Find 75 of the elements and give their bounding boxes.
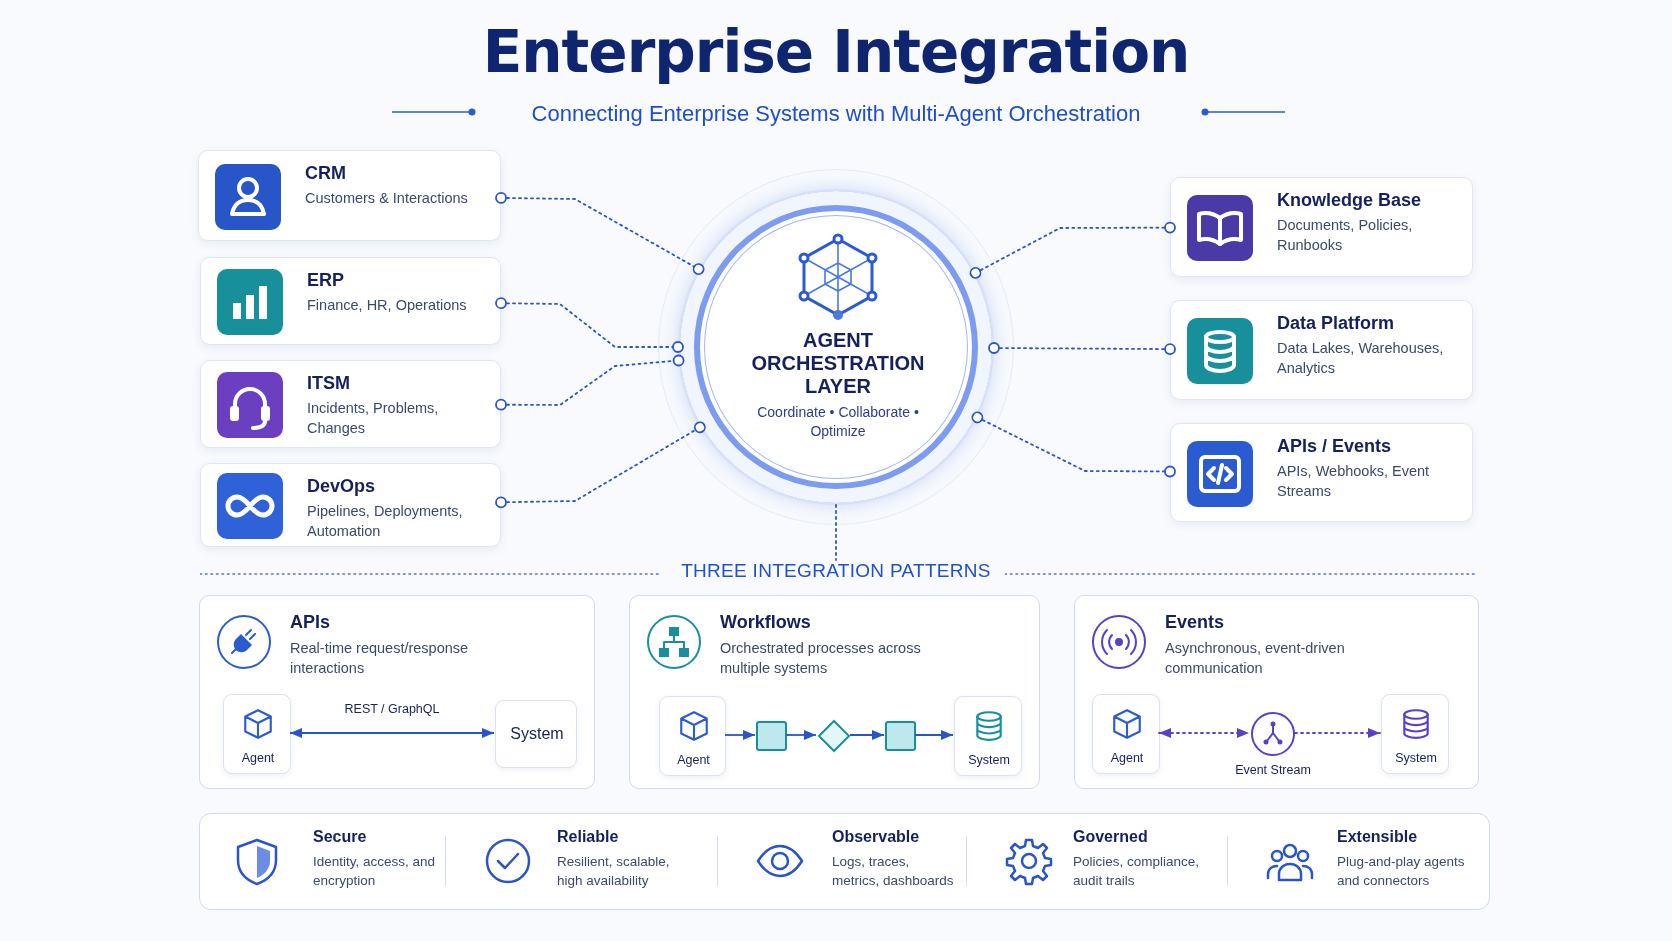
- section-heading: THREE INTEGRATION PATTERNS: [666, 560, 1006, 582]
- dotted-connector: [495, 421, 706, 509]
- feature-description: Identity, access, and encryption: [313, 853, 437, 890]
- dotted-connector: [495, 354, 685, 411]
- node-label: Agent: [1109, 751, 1145, 765]
- node-label: System: [1394, 751, 1438, 765]
- feature-title: Secure: [313, 828, 368, 846]
- node-description: Finance, HR, Operations: [307, 296, 468, 315]
- dotted-connector: [1294, 728, 1381, 738]
- system-card: [200, 463, 501, 547]
- arrow: [785, 730, 817, 740]
- node-description: Data Lakes, Warehouses, Analytics: [1277, 339, 1445, 378]
- node-title: APIs / Events: [1277, 436, 1393, 457]
- node-label: Event Stream: [1234, 763, 1312, 777]
- arrow: [289, 728, 495, 738]
- component-box: [1092, 694, 1160, 774]
- hub-title: AGENT ORCHESTRATION LAYER: [750, 329, 926, 398]
- system-card: [200, 360, 501, 448]
- dotted-connector: [1158, 728, 1250, 738]
- feature-description: Plug-and-play agents and connectors: [1337, 853, 1465, 890]
- node-label: System: [509, 725, 565, 743]
- node-description: Pipelines, Deployments, Automation: [307, 502, 464, 541]
- node-label: System: [967, 753, 1011, 767]
- system-card: [1170, 423, 1473, 522]
- dotted-connector: [971, 411, 1176, 478]
- system-card: [200, 257, 501, 345]
- system-card: [1170, 300, 1473, 400]
- arrow: [914, 730, 954, 740]
- node-label: Agent: [676, 753, 711, 767]
- node-label: Agent: [240, 751, 276, 765]
- panel-title: Events: [1165, 612, 1226, 633]
- panel-description: Real-time request/response interactions: [290, 639, 470, 678]
- node-description: Incidents, Problems, Changes: [307, 399, 440, 438]
- node-description: Documents, Policies, Runbooks: [1277, 216, 1414, 255]
- node-title: DevOps: [307, 476, 377, 497]
- node-title: CRM: [305, 163, 347, 184]
- pattern-panel: [199, 595, 595, 789]
- panel-description: Asynchronous, event-driven communication: [1165, 639, 1346, 678]
- dotted-connector: [835, 504, 837, 561]
- feature-title: Governed: [1073, 828, 1149, 846]
- component-box: [1381, 694, 1449, 774]
- node-title: ITSM: [307, 373, 351, 394]
- panel-title: APIs: [290, 612, 332, 633]
- feature-description: Policies, compliance, audit trails: [1073, 853, 1201, 890]
- subtitle: Connecting Enterprise Systems with Multi-Agent Orchestration: [530, 101, 1142, 127]
- process-box: [756, 721, 787, 751]
- feature-description: Resilient, scalable, high availability: [557, 853, 671, 890]
- feature-title: Reliable: [557, 828, 620, 846]
- pattern-panel: [629, 595, 1040, 789]
- process-box: [885, 721, 916, 751]
- arrow: [724, 730, 756, 740]
- feature-title: Observable: [832, 828, 921, 846]
- node-description: APIs, Webhooks, Event Streams: [1277, 462, 1431, 501]
- node-title: ERP: [307, 270, 345, 291]
- dotted-connector: [495, 297, 684, 353]
- hub-subtitle: Coordinate • Collaborate • Optimize: [756, 403, 920, 441]
- feature-description: Logs, traces, metrics, dashboards: [832, 853, 955, 890]
- system-card: [1170, 177, 1473, 277]
- node-title: Knowledge Base: [1277, 190, 1423, 211]
- node-title: Data Platform: [1277, 313, 1396, 334]
- title: Enterprise Integration: [481, 18, 1191, 86]
- panel-title: Workflows: [720, 612, 812, 633]
- component-box: [659, 696, 726, 776]
- node-description: Customers & Interactions: [305, 189, 469, 208]
- system-card: [198, 150, 501, 241]
- panel-description: Orchestrated processes across multiple systems: [720, 639, 922, 678]
- dotted-connector: [988, 342, 1176, 355]
- dotted-connector: [969, 221, 1176, 279]
- component-box: [954, 696, 1022, 776]
- dotted-connector: [495, 192, 705, 275]
- pattern-panel: [1074, 595, 1479, 789]
- component-box: [223, 694, 291, 774]
- feature-title: Extensible: [1337, 828, 1419, 846]
- arrow: [849, 730, 885, 740]
- component-box: [495, 700, 577, 768]
